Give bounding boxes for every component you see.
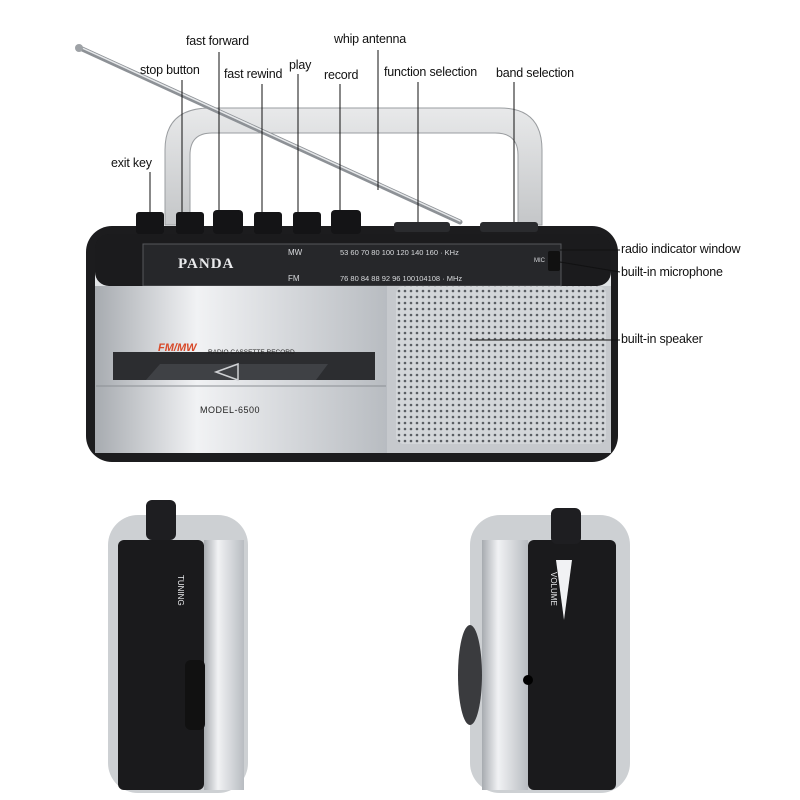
exit-key-button[interactable] (136, 212, 164, 234)
built-in-microphone (548, 251, 560, 271)
radio-front (86, 226, 618, 462)
mw-band-label: MW (288, 248, 303, 257)
callout-function-selection: function selection (384, 65, 477, 79)
band-selection-switch[interactable] (480, 222, 538, 232)
band-label: FM/MW (158, 342, 198, 354)
tuning-label: TUNING (176, 575, 185, 606)
model-label: MODEL-6500 (200, 405, 260, 415)
headphone-jack (523, 675, 533, 685)
callout-band-selection: band selection (496, 66, 574, 80)
stop-button[interactable] (176, 212, 204, 234)
top-controls (136, 210, 538, 234)
mic-label: MIC (534, 258, 546, 264)
callout-radio-indicator-window: radio indicator window (621, 242, 741, 256)
volume-label: VOLUME (549, 572, 558, 606)
function-selection-switch[interactable] (394, 222, 450, 232)
whip-antenna[interactable] (75, 44, 463, 225)
callout-whip-antenna: whip antenna (334, 32, 406, 46)
callout-fast-forward: fast forward (186, 34, 249, 48)
fast-forward-button[interactable] (213, 210, 243, 234)
callout-built-in-microphone: built-in microphone (621, 265, 723, 279)
left-side-view (108, 500, 248, 793)
callout-exit-key: exit key (111, 156, 152, 170)
callout-lines (149, 50, 621, 341)
speaker-grill (396, 286, 606, 444)
play-button[interactable] (293, 212, 321, 234)
volume-knob[interactable] (551, 508, 581, 544)
cassette-label: RADIO CASSETTE RECORD (208, 349, 295, 356)
tuning-knob[interactable] (146, 500, 176, 540)
record-button[interactable] (331, 210, 361, 234)
callout-built-in-speaker: built-in speaker (621, 332, 703, 346)
mw-frequency-scale: 53 60 70 80 100 120 140 160 · KHz (340, 248, 459, 257)
eject-arrow-icon (213, 362, 239, 382)
callout-fast-rewind: fast rewind (224, 67, 283, 81)
fm-band-label: FM (288, 274, 300, 283)
fm-frequency-scale: 76 80 84 88 92 96 100104108 · MHz (340, 274, 462, 283)
right-side-view (458, 508, 630, 793)
callout-record: record (324, 68, 359, 82)
callout-stop-button: stop button (140, 63, 200, 77)
carry-handle (164, 107, 543, 226)
fast-rewind-button[interactable] (254, 212, 282, 234)
brand-logo: PANDA (178, 256, 234, 272)
callout-play: play (289, 58, 312, 72)
